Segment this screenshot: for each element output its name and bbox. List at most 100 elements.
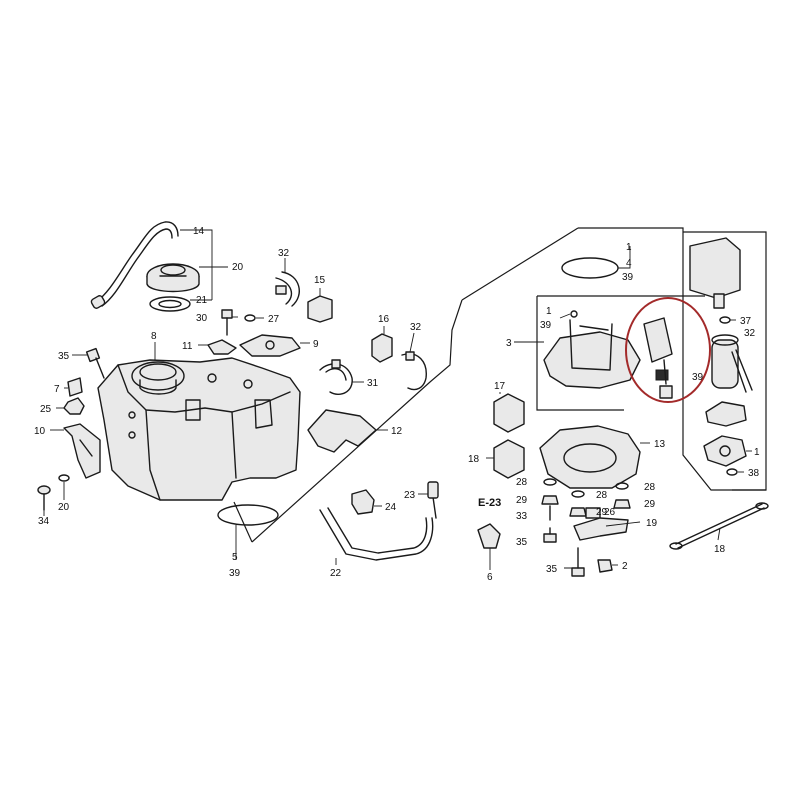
clip-6 bbox=[477, 523, 501, 549]
callout-1: 1 bbox=[546, 306, 552, 317]
highlight-outline bbox=[625, 297, 711, 403]
callout-39: 39 bbox=[692, 372, 704, 383]
callout-28: 28 bbox=[516, 477, 528, 488]
pump-filter bbox=[705, 401, 747, 427]
callout-29: 29 bbox=[644, 499, 656, 510]
callout-38: 38 bbox=[748, 468, 760, 479]
callout-5: 5 bbox=[232, 552, 238, 563]
callout-10: 10 bbox=[34, 426, 46, 437]
callout-31: 31 bbox=[367, 378, 379, 389]
callout-14: 14 bbox=[193, 226, 205, 237]
callout-32: 32 bbox=[410, 322, 422, 333]
pump-seal-37 bbox=[719, 316, 731, 324]
callout-18: 18 bbox=[468, 454, 480, 465]
hose-clamp-24 bbox=[351, 489, 375, 515]
callout-18: 18 bbox=[714, 544, 726, 555]
callout-29: 29 bbox=[596, 507, 608, 518]
callout-20: 20 bbox=[58, 502, 70, 513]
callout-11: 11 bbox=[182, 341, 193, 352]
callout-32: 32 bbox=[278, 248, 290, 259]
washer-20b bbox=[58, 474, 70, 482]
callout-32: 32 bbox=[744, 328, 756, 339]
bracket-15 bbox=[307, 295, 333, 323]
callout-2: 2 bbox=[622, 561, 628, 572]
screw-39d bbox=[570, 310, 578, 318]
pump-housing bbox=[689, 237, 741, 309]
pump-o-ring bbox=[561, 257, 619, 279]
washer-28c bbox=[615, 482, 629, 490]
mount-rubber-16 bbox=[371, 333, 393, 363]
callout-21: 21 bbox=[196, 295, 208, 306]
hose-clamp-23 bbox=[427, 481, 439, 499]
joint-rubber-17 bbox=[493, 393, 525, 433]
cap-gasket bbox=[149, 296, 191, 312]
callout-37: 37 bbox=[740, 316, 752, 327]
fuel-pump-motor bbox=[711, 334, 753, 393]
callout-4: 4 bbox=[626, 258, 632, 269]
tie-rod-18b bbox=[669, 502, 769, 550]
washer-28b bbox=[571, 490, 585, 498]
fuel-cock-bracket-10 bbox=[63, 423, 101, 479]
pump-base-1c bbox=[703, 435, 747, 467]
callout-35: 35 bbox=[516, 537, 528, 548]
callout-6: 6 bbox=[487, 572, 493, 583]
nut-29a bbox=[541, 495, 559, 505]
callout-numbers: 14 20 21 8 30 27 11 9 32 15 16 32 31 12 … bbox=[34, 226, 760, 583]
callout-39: 39 bbox=[229, 568, 241, 579]
nut-29b bbox=[569, 507, 587, 517]
fuel-gauge-unit bbox=[643, 317, 673, 399]
callout-25: 25 bbox=[40, 404, 52, 415]
fuel-hose bbox=[319, 489, 437, 561]
callout-16: 16 bbox=[378, 314, 390, 325]
section-frame-fuel-pump bbox=[233, 227, 767, 543]
callout-22: 22 bbox=[330, 568, 342, 579]
callout-35: 35 bbox=[546, 564, 558, 575]
callout-20: 20 bbox=[232, 262, 244, 273]
fuel-filler-cap bbox=[146, 263, 200, 293]
bolt-35b bbox=[543, 527, 557, 543]
callout-3: 3 bbox=[506, 338, 512, 349]
callout-27: 27 bbox=[268, 314, 280, 325]
gasket-11 bbox=[207, 339, 237, 355]
callout-39: 39 bbox=[622, 272, 634, 283]
tank-o-ring bbox=[217, 504, 279, 526]
tank-holder-12 bbox=[307, 409, 377, 453]
screw-30 bbox=[221, 309, 233, 336]
nut-25 bbox=[63, 397, 85, 415]
washer-28a bbox=[543, 478, 557, 486]
clip-2 bbox=[597, 559, 613, 573]
bolt-35a bbox=[85, 347, 105, 379]
callout-28: 28 bbox=[644, 482, 656, 493]
callout-15: 15 bbox=[314, 275, 326, 286]
callout-24: 24 bbox=[385, 502, 397, 513]
washer-27 bbox=[244, 314, 256, 322]
callout-1: 1 bbox=[626, 242, 632, 253]
callout-28: 28 bbox=[596, 490, 608, 501]
bolt-34 bbox=[37, 485, 51, 511]
callout-7: 7 bbox=[54, 384, 60, 395]
callout-13: 13 bbox=[654, 439, 666, 450]
band-clamp-32a bbox=[275, 271, 300, 307]
bolt-35c bbox=[571, 547, 585, 577]
fuel-pump-flange bbox=[543, 319, 641, 389]
band-clamp-32b bbox=[401, 351, 427, 391]
callout-12: 12 bbox=[391, 426, 403, 437]
callout-29: 29 bbox=[516, 495, 528, 506]
section-ref-label: E-23 bbox=[478, 497, 501, 509]
callout-33: 33 bbox=[516, 511, 528, 522]
fuel-gauge-plate bbox=[239, 334, 301, 357]
callout-17: 17 bbox=[494, 381, 506, 392]
callout-1: 1 bbox=[754, 447, 760, 458]
callout-26: 26 bbox=[604, 507, 616, 518]
pump-packing-13 bbox=[539, 425, 641, 489]
joint-rubber-18a bbox=[493, 439, 525, 479]
callout-39: 39 bbox=[540, 320, 552, 331]
pump-bracket-19 bbox=[573, 517, 629, 541]
callout-30: 30 bbox=[196, 313, 208, 324]
tank-band-31 bbox=[319, 359, 353, 396]
callout-8: 8 bbox=[151, 331, 157, 342]
collar-7 bbox=[67, 377, 83, 397]
breather-tube bbox=[90, 221, 179, 309]
callout-34: 34 bbox=[38, 516, 50, 527]
